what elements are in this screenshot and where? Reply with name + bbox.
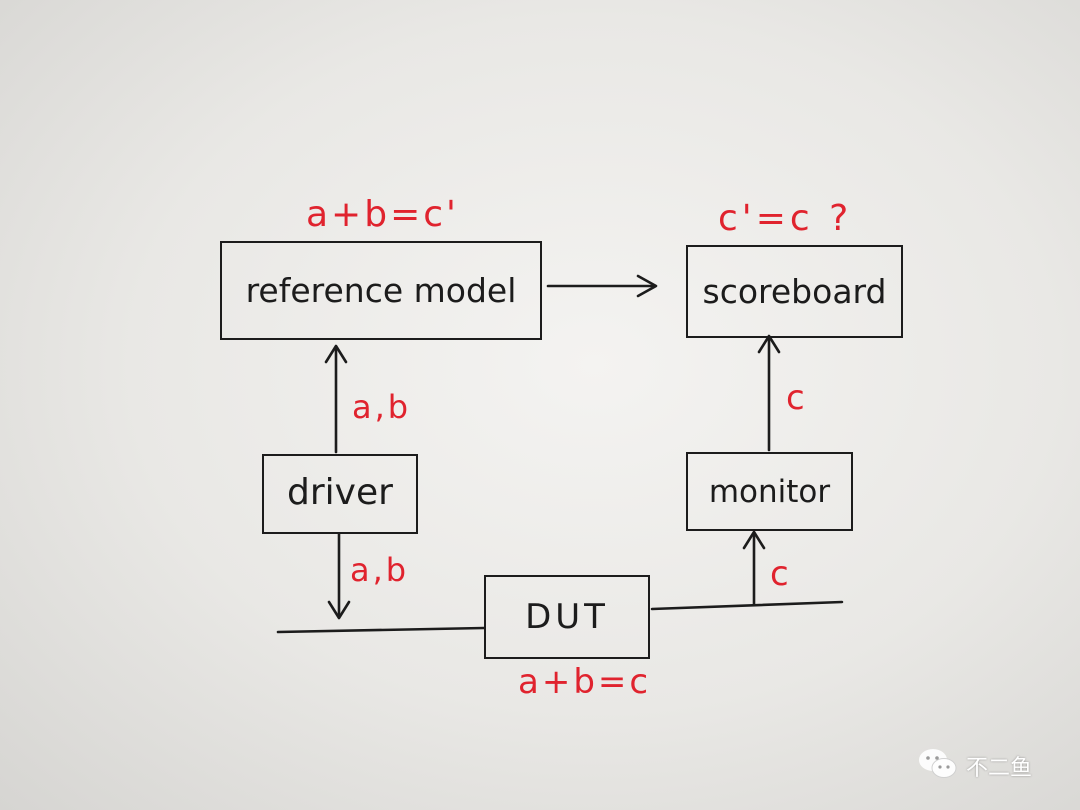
arrowhead-driver-to-ref xyxy=(324,344,348,364)
driver-to-ref-signals: a,b xyxy=(352,388,412,426)
monitor-output-signal: c xyxy=(786,378,805,418)
wechat-icon xyxy=(919,749,957,778)
monitor-box: monitor xyxy=(686,452,853,531)
scoreboard-box: scoreboard xyxy=(686,245,903,338)
output-bus-line xyxy=(650,600,844,611)
scoreboard-label: scoreboard xyxy=(702,272,887,311)
reference-model-box: reference model xyxy=(220,241,542,340)
arrowhead-driver-to-bus xyxy=(327,600,351,620)
driver-label: driver xyxy=(287,472,393,513)
dut-box: DUT xyxy=(484,575,650,659)
driver-to-dut-signals: a,b xyxy=(350,551,410,589)
reference-model-label: reference model xyxy=(245,271,517,310)
input-bus-line xyxy=(276,626,486,634)
arrowhead-ref-to-scoreboard xyxy=(636,274,658,298)
dut-formula: a+b=c xyxy=(518,662,652,702)
monitor-label: monitor xyxy=(708,474,831,510)
scoreboard-check: c'=c ? xyxy=(718,198,853,239)
dut-label: DUT xyxy=(525,597,609,637)
dut-output-signal: c xyxy=(770,554,789,594)
reference-formula: a+b=c' xyxy=(306,194,459,235)
driver-box: driver xyxy=(262,454,418,534)
arrowhead-bus-to-monitor xyxy=(742,530,766,550)
watermark-text: 不二鱼 xyxy=(966,756,1033,781)
